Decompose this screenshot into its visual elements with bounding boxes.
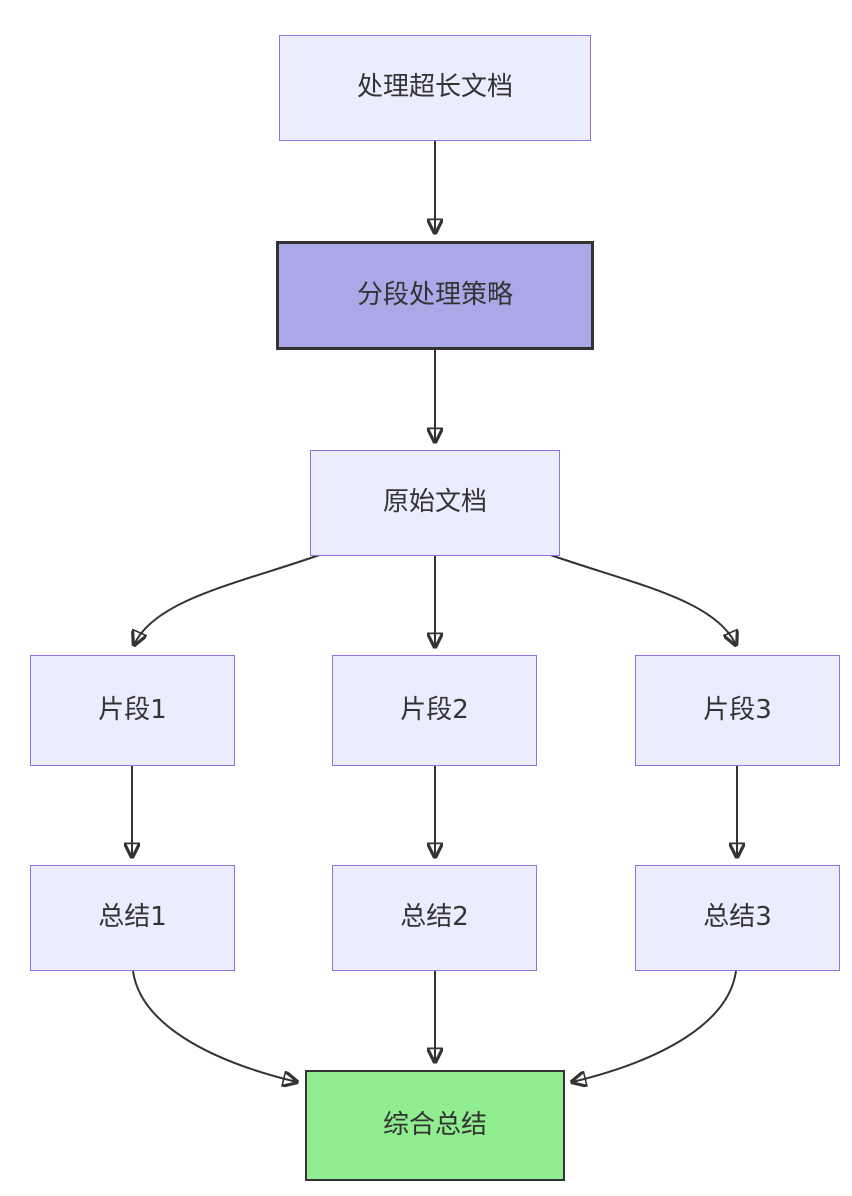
node-summary-2: 总结2: [332, 865, 537, 971]
node-summary-3: 总结3: [635, 865, 840, 971]
edge-originaldoc-fragment3: [541, 551, 736, 645]
node-original-doc-label: 原始文档: [382, 487, 487, 518]
edge-summary3-finalsummary: [572, 970, 737, 1082]
node-fragment-3-label: 片段3: [703, 694, 772, 725]
node-segment-strategy: 分段处理策略: [276, 241, 594, 350]
node-process-long-doc-label: 处理超长文档: [356, 72, 513, 103]
node-final-summary: 综合总结: [305, 1070, 565, 1181]
node-fragment-1: 片段1: [30, 655, 235, 766]
node-summary-1-label: 总结1: [98, 902, 167, 933]
edge-originaldoc-fragment1: [134, 551, 329, 645]
node-summary-3-label: 总结3: [703, 902, 772, 933]
node-process-long-doc: 处理超长文档: [279, 35, 591, 141]
node-summary-2-label: 总结2: [400, 902, 469, 933]
node-summary-1: 总结1: [30, 865, 235, 971]
edge-summary1-finalsummary: [132, 970, 297, 1082]
node-fragment-3: 片段3: [635, 655, 840, 766]
node-fragment-1-label: 片段1: [98, 694, 167, 725]
node-final-summary-label: 综合总结: [382, 1109, 487, 1140]
node-original-doc: 原始文档: [310, 450, 560, 556]
node-fragment-2: 片段2: [332, 655, 537, 766]
node-fragment-2-label: 片段2: [400, 694, 469, 725]
node-segment-strategy-label: 分段处理策略: [356, 279, 513, 310]
